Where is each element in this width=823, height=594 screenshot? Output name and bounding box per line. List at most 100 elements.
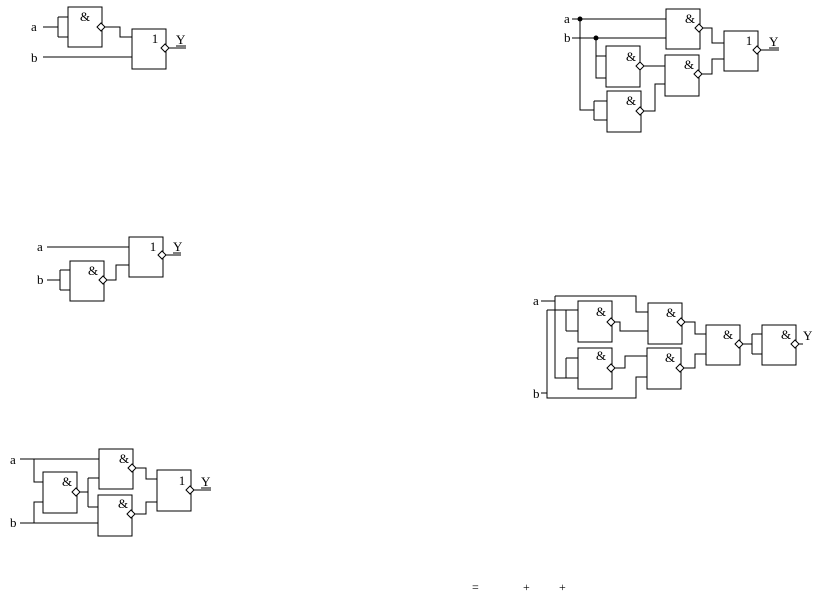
circuit-1: a b & 1 Y <box>31 6 186 70</box>
plus-sign: + <box>559 580 566 594</box>
wire <box>105 26 132 38</box>
circuit-4: a b & & & & 1 Y <box>564 8 779 133</box>
circuit-5: a b & & & & & & Y <box>533 293 813 401</box>
wire <box>20 501 98 524</box>
nand-gate <box>646 347 682 390</box>
wire <box>47 269 70 291</box>
and-symbol: & <box>626 93 636 108</box>
nor-gate <box>723 30 759 72</box>
inversion-bubble <box>185 485 195 495</box>
and-symbol: & <box>118 496 128 511</box>
wire <box>703 27 724 44</box>
inversion-bubble <box>98 275 108 285</box>
formula-fragment: = + + <box>472 580 566 594</box>
or-symbol: 1 <box>746 33 753 48</box>
input-a-label: a <box>10 452 16 467</box>
wire <box>702 58 724 75</box>
and-symbol: & <box>665 350 675 365</box>
inversion-bubble <box>127 463 137 473</box>
input-a-label: a <box>31 19 37 34</box>
wire <box>743 333 762 355</box>
nand-gate <box>577 300 613 343</box>
inversion-bubble <box>752 45 762 55</box>
plus-sign: + <box>523 580 530 594</box>
equals-sign: = <box>472 580 479 594</box>
nand-gate <box>98 448 134 490</box>
or-symbol: 1 <box>179 473 186 488</box>
and-symbol: & <box>88 263 98 278</box>
input-a-label: a <box>533 293 539 308</box>
wire <box>80 477 99 508</box>
inversion-bubble <box>635 106 645 116</box>
and-symbol: & <box>781 327 791 342</box>
input-a-label: a <box>37 239 43 254</box>
output-y-label: Y <box>176 32 186 47</box>
wire <box>615 355 647 369</box>
or-symbol: 1 <box>152 31 159 46</box>
and-symbol: & <box>685 11 695 26</box>
input-b-label: b <box>564 30 571 45</box>
nand-gate <box>606 90 642 133</box>
wire <box>685 321 706 335</box>
nand-gate <box>705 324 741 366</box>
and-symbol: & <box>596 304 606 319</box>
output-y-label: Y <box>201 474 211 489</box>
inversion-bubble <box>693 69 703 79</box>
nand-gate <box>605 45 641 88</box>
input-a-label: a <box>564 11 570 26</box>
inversion-bubble <box>694 23 704 33</box>
wire <box>43 16 68 38</box>
wire <box>565 309 578 332</box>
and-symbol: & <box>119 451 129 466</box>
input-b-label: b <box>37 272 44 287</box>
wire <box>107 264 129 281</box>
inversion-bubble <box>676 317 686 327</box>
and-symbol: & <box>80 9 90 24</box>
nand-gate <box>42 471 78 514</box>
wire <box>565 357 578 379</box>
nor-gate <box>128 236 164 278</box>
circuit-3: a b & & & 1 Y <box>10 448 211 537</box>
inversion-bubble <box>160 43 170 53</box>
inversion-bubble <box>790 339 800 349</box>
output-y-label: Y <box>173 239 183 254</box>
junction-dot <box>593 35 599 41</box>
nand-gate <box>665 8 701 50</box>
junction-dot <box>577 16 583 22</box>
and-symbol: & <box>666 305 676 320</box>
inversion-bubble <box>606 317 616 327</box>
wire <box>541 310 647 399</box>
inversion-bubble <box>606 363 616 373</box>
nor-gate <box>156 469 192 512</box>
and-symbol: & <box>723 327 733 342</box>
wire <box>644 83 665 112</box>
nand-gate <box>647 302 683 345</box>
wire <box>572 18 666 111</box>
inversion-bubble <box>734 339 744 349</box>
nor-gate <box>131 28 167 70</box>
inversion-bubble <box>157 250 167 260</box>
wire <box>135 501 157 515</box>
inversion-bubble <box>96 22 106 32</box>
wire <box>20 458 99 483</box>
and-symbol: & <box>626 49 636 64</box>
wire <box>593 100 607 121</box>
inversion-bubble <box>71 487 81 497</box>
wire <box>541 295 648 379</box>
circuit-2: a b 1 Y & <box>37 236 183 302</box>
or-symbol: 1 <box>150 239 157 254</box>
inversion-bubble <box>635 61 645 71</box>
wire <box>572 37 666 79</box>
inversion-bubble <box>675 363 685 373</box>
nand-gate <box>577 347 613 390</box>
and-symbol: & <box>62 474 72 489</box>
wire <box>136 467 157 480</box>
output-y-label: Y <box>803 328 813 343</box>
input-b-label: b <box>10 515 17 530</box>
input-b-label: b <box>533 386 540 401</box>
wire <box>684 353 706 369</box>
inversion-bubble <box>126 509 136 519</box>
and-symbol: & <box>596 348 606 363</box>
and-symbol: & <box>684 57 694 72</box>
